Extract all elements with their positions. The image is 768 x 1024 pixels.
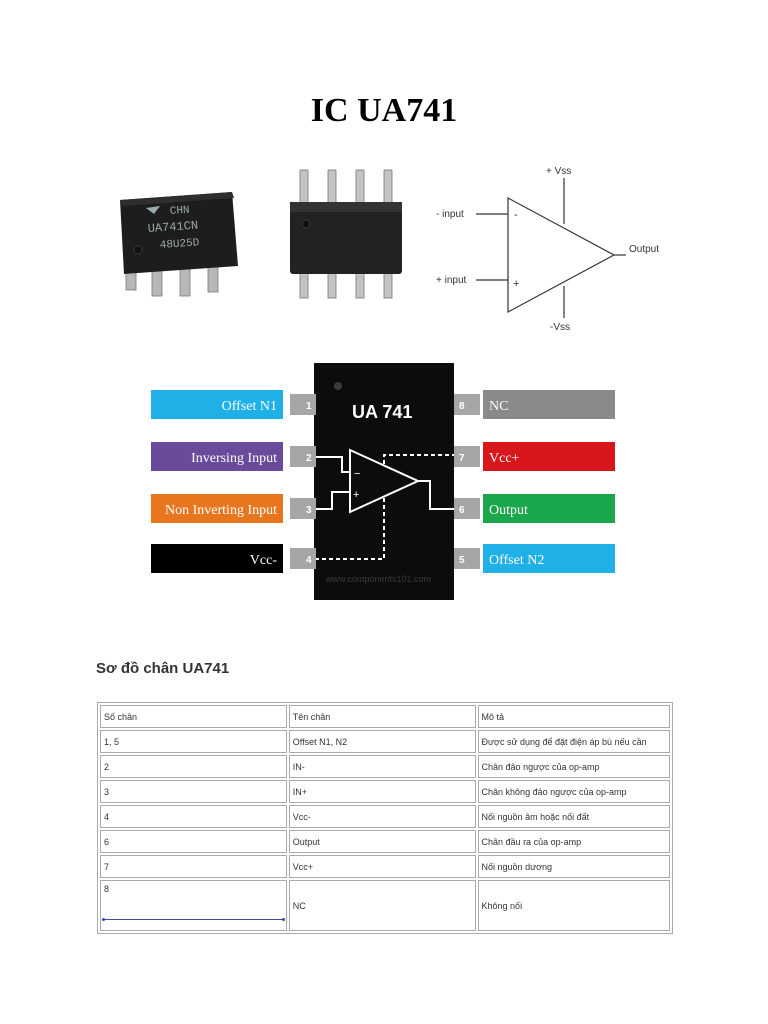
pin-tab-5 (454, 548, 480, 569)
table-row: 4 Vcc- Nối nguồn âm hoặc nối đất (100, 805, 670, 828)
pin-number-2: 2 (306, 453, 312, 464)
input-positive-label: + input (436, 275, 467, 286)
table-header-cell: Mô tả (477, 705, 670, 728)
vss-positive-label: + Vss (546, 166, 571, 177)
pin-label-2: Inversing Input (191, 451, 277, 466)
pin-label-4: Vcc- (250, 553, 278, 568)
table-cell: IN- (288, 755, 476, 778)
pin-table: Số chân Tên chân Mô tả 1, 5 Offset N1, N… (97, 702, 673, 934)
page-title: IC UA741 (310, 92, 458, 129)
pin-label-1: Offset N1 (222, 399, 277, 414)
table-cell: 8 (100, 880, 287, 931)
pin-number-6: 6 (459, 505, 465, 516)
table-row: 7 Vcc+ Nối nguồn dương (100, 855, 670, 878)
pin-tab-7 (454, 446, 480, 467)
pin-label-box-7 (483, 442, 615, 471)
input-negative-label: - input (436, 209, 464, 220)
table-cell: NC (288, 880, 476, 931)
pin-tab-4 (290, 548, 316, 569)
plus-sign: + (513, 278, 519, 290)
table-row: 3 IN+ Chân không đảo ngược của op-amp (100, 780, 670, 803)
table-cell: 4 (100, 805, 287, 828)
pin-tab-8 (454, 394, 480, 415)
pin-label-7: Vcc+ (489, 451, 520, 466)
svg-text:+: + (353, 489, 359, 501)
pin-number-4: 4 (306, 555, 312, 566)
pin-tab-3 (290, 498, 316, 519)
table-cell: 3 (100, 780, 287, 803)
table-cell: IN+ (288, 780, 476, 803)
pin-label-box-2 (151, 442, 283, 471)
table-cell: Vcc+ (288, 855, 476, 878)
opamp-symbol-diagram: + Vss -Vss - input + input Output - + (428, 160, 676, 340)
ic-photo-side (282, 164, 412, 309)
pin-label-box-8 (483, 390, 615, 419)
pin-number-7: 7 (459, 453, 465, 464)
pin-tab-6 (454, 498, 480, 519)
cell-divider-line (102, 918, 285, 921)
table-header-cell: Số chân (100, 705, 287, 728)
output-label: Output (629, 244, 659, 255)
pin-label-box-5 (483, 544, 615, 573)
table-cell: 1, 5 (100, 730, 287, 753)
pin-label-box-3 (151, 494, 283, 523)
pin-label-box-1 (151, 390, 283, 419)
chip-marking-2: UA741CN (147, 219, 198, 236)
table-cell: Chân đầu ra của op-amp (477, 830, 670, 853)
pin-label-6: Output (489, 503, 528, 518)
chip-marking-3: 48U25D (159, 237, 200, 252)
table-cell: Không nối (477, 880, 670, 931)
pin-label-3: Non Inverting Input (165, 503, 277, 518)
minus-sign: - (514, 209, 518, 221)
svg-text:−: − (354, 468, 360, 480)
table-header-cell: Tên chân (288, 705, 476, 728)
table-cell: Được sử dụng để đặt điện áp bù nếu cần (477, 730, 670, 753)
table-cell: 6 (100, 830, 287, 853)
table-cell: Chân không đảo ngược của op-amp (477, 780, 670, 803)
section-heading: Sơ đồ chân UA741 (96, 660, 230, 677)
pin-label-box-4 (151, 544, 283, 573)
pin-number-3: 3 (306, 505, 312, 516)
pin-tab-1 (290, 394, 316, 415)
vss-negative-label: -Vss (550, 322, 570, 333)
table-row: 1, 5 Offset N1, N2 Được sử dụng để đặt đ… (100, 730, 670, 753)
pin-label-8: NC (489, 399, 508, 414)
pin-number-1: 1 (306, 401, 312, 412)
table-row: 2 IN- Chân đảo ngược của op-amp (100, 755, 670, 778)
pin-label-box-6 (483, 494, 615, 523)
table-cell: Vcc- (288, 805, 476, 828)
table-header-row: Số chân Tên chân Mô tả (100, 705, 670, 728)
table-row: 6 Output Chân đầu ra của op-amp (100, 830, 670, 853)
chip-marking-1: CHN (169, 205, 190, 218)
chip-label: UA 741 (352, 402, 412, 422)
table-cell: 2 (100, 755, 287, 778)
table-cell: Chân đảo ngược của op-amp (477, 755, 670, 778)
table-cell: Nối nguồn âm hoặc nối đất (477, 805, 670, 828)
watermark: www.components101.com (325, 574, 431, 584)
pin-label-5: Offset N2 (489, 553, 544, 568)
table-cell: 7 (100, 855, 287, 878)
ic-photo-front: CHN UA741CN 48U25D (112, 180, 242, 310)
pin-tab-2 (290, 446, 316, 467)
table-cell: Nối nguồn dương (477, 855, 670, 878)
table-row: 8 NC Không nối (100, 880, 670, 931)
pin-number-5: 5 (459, 555, 465, 566)
pin-number-8: 8 (459, 401, 465, 412)
table-cell-text: 8 (104, 884, 110, 894)
table-cell: Output (288, 830, 476, 853)
table-cell: Offset N1, N2 (288, 730, 476, 753)
